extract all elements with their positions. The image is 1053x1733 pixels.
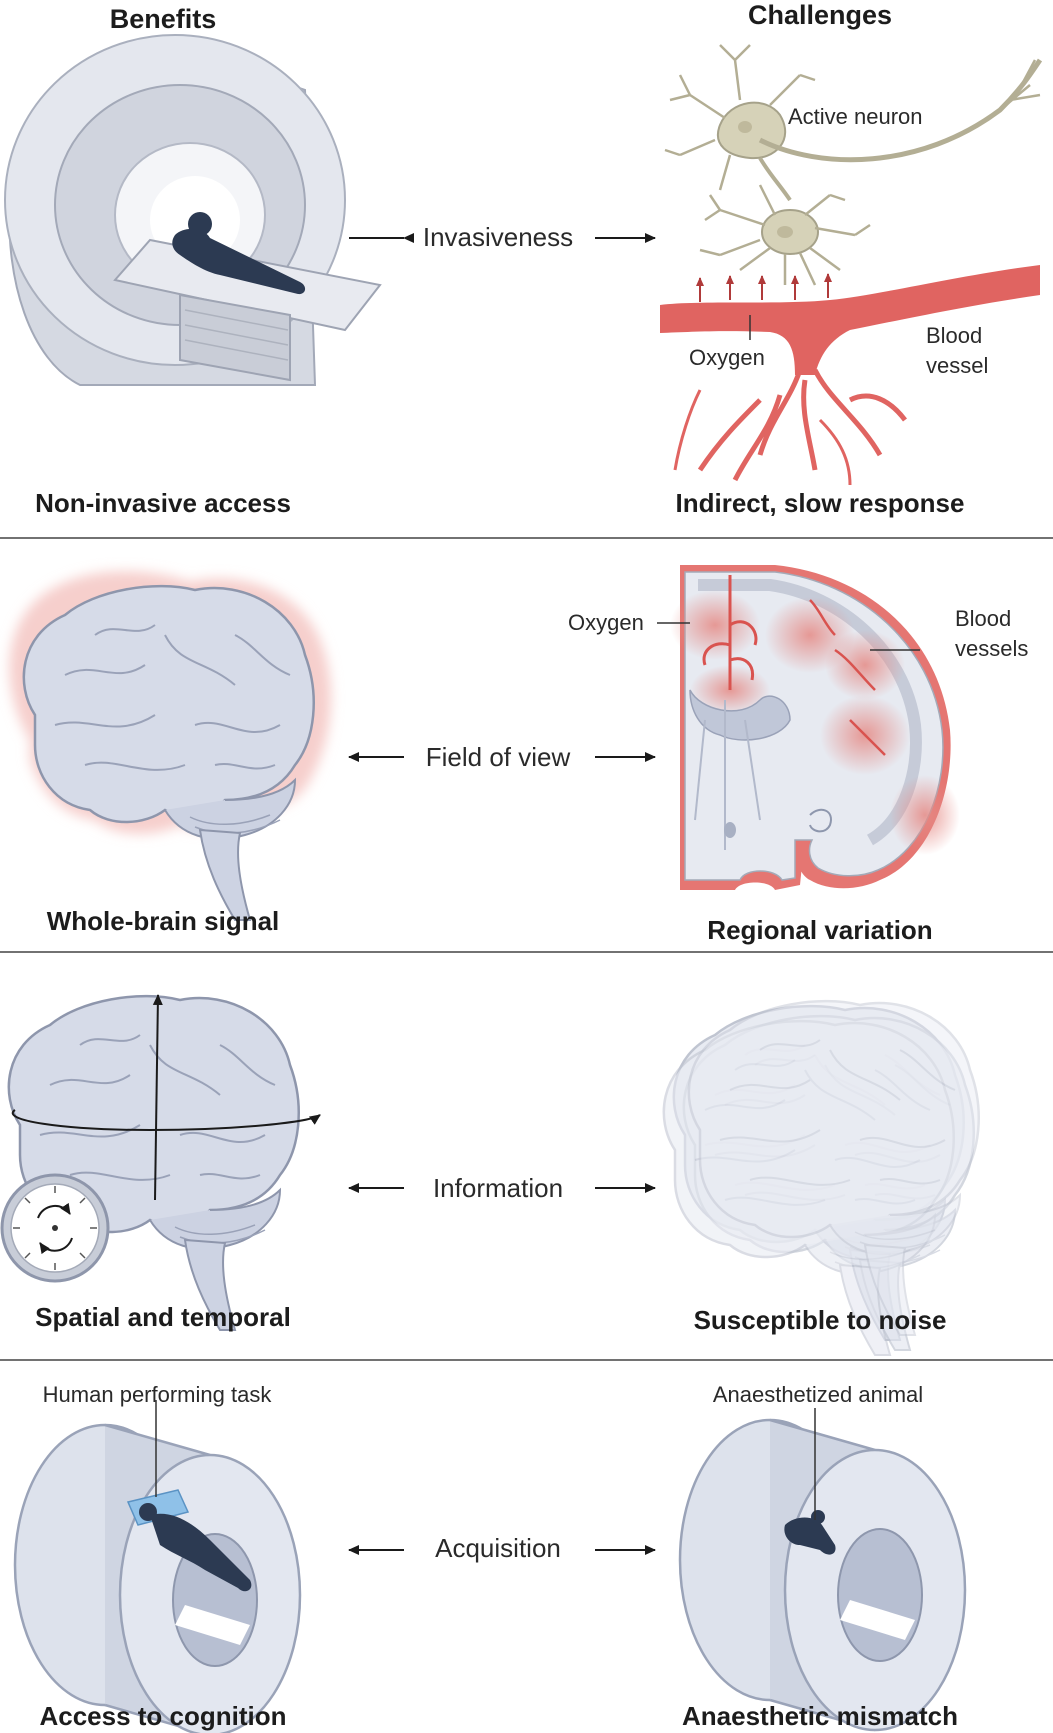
mri-scanner-icon — [4, 34, 382, 386]
challenge-caption: Susceptible to noise — [693, 1305, 947, 1335]
axis-label-information: Information — [432, 1173, 564, 1203]
label-human-performing-task: Human performing task — [42, 1382, 272, 1407]
benefit-caption: Whole-brain signal — [46, 906, 280, 936]
challenge-caption: Indirect, slow response — [675, 488, 965, 518]
blurred-brain-icon — [662, 999, 980, 1357]
axis-label-acquisition: Acquisition — [435, 1533, 561, 1563]
label-oxygen: Oxygen — [568, 610, 644, 635]
challenge-caption: Regional variation — [707, 915, 933, 945]
brain-axes-icon — [7, 994, 321, 1332]
benefit-caption: Non-invasive access — [35, 488, 291, 518]
clock-icon — [0, 1173, 110, 1283]
label-blood: Blood — [955, 606, 1012, 631]
column-heading-benefits: Benefits — [109, 4, 217, 34]
label-active-neuron: Active neuron — [788, 104, 923, 129]
benefit-caption: Access to cognition — [39, 1701, 287, 1731]
challenge-caption: Anaesthetic mismatch — [682, 1701, 958, 1731]
axis-label-field-of-view: Field of view — [425, 742, 571, 772]
bore-scanner-animal-icon — [678, 1408, 967, 1732]
brain-icon — [9, 571, 331, 922]
bore-scanner-human-icon — [13, 1400, 302, 1733]
label-oxygen: Oxygen — [689, 345, 765, 370]
label-anaesthetized-animal: Anaesthetized animal — [712, 1382, 924, 1407]
neuron-icon — [664, 44, 1043, 286]
label-vessel: vessel — [926, 353, 989, 378]
benefit-caption: Spatial and temporal — [35, 1302, 291, 1332]
label-blood: Blood — [926, 323, 983, 348]
brain-section-icon — [657, 565, 960, 890]
label-vessels: vessels — [955, 636, 1029, 661]
column-heading-challenges: Challenges — [747, 0, 893, 30]
blood-vessel-icon — [660, 265, 1040, 486]
axis-label-invasiveness: Invasiveness — [422, 222, 574, 252]
